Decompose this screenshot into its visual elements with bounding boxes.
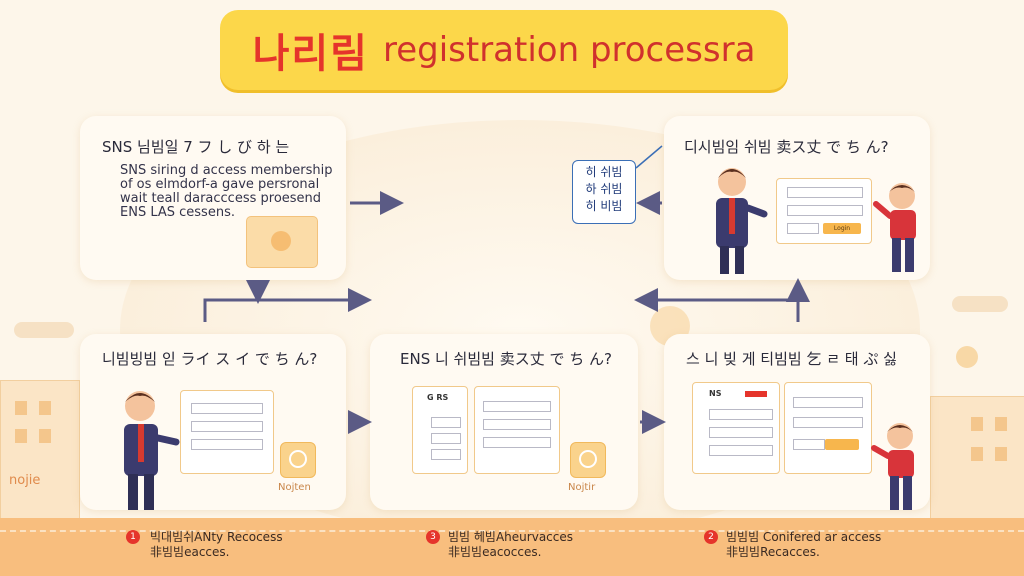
footer-divider (0, 530, 1024, 532)
sns-brand-panel: G RS (412, 386, 468, 474)
boy-figure (873, 183, 916, 272)
left-building: nojie (0, 380, 80, 522)
flag-icon (745, 391, 767, 397)
step-number: 2 (704, 530, 718, 544)
form-field[interactable] (191, 439, 263, 450)
card-mid-left: 니빔빙빔 읻 ライ ス イ で ち ん? Nojten (80, 334, 346, 510)
form-field (709, 427, 773, 438)
arrow (634, 288, 800, 322)
title-korean: 나리림 (252, 31, 369, 77)
form-field[interactable] (483, 401, 551, 412)
app-name: Nojten (278, 482, 311, 493)
brand-label: G RS (427, 393, 449, 402)
right-building (930, 396, 1024, 522)
login-form: Login (776, 178, 872, 244)
card-mid-right: 스 니 빚 게 티빔빔 乞 ㄹ 태 ぷ 싫 NS (664, 334, 930, 510)
card-sns-login: SNS 님빔일 7 フ し び 하 는 SNS siring d access … (80, 116, 346, 280)
form-field (431, 433, 461, 444)
form-field[interactable] (191, 403, 263, 414)
form-field[interactable] (787, 223, 819, 234)
form-field[interactable] (793, 439, 825, 450)
card-title: 니빔빙빔 읻 ライ ス イ で ち ん? (102, 350, 318, 368)
cloud-decoration (14, 322, 74, 338)
app-icon (280, 442, 316, 478)
boy-figure (871, 423, 914, 510)
card-title: 디시빔임 쉬빔 卖ス丈 で ち ん? (684, 138, 889, 156)
businessman-figure (124, 391, 180, 510)
form-field (709, 409, 773, 420)
form-field[interactable] (793, 417, 863, 428)
card-top-right: 디시빔임 쉬빔 卖ス丈 で ち ん? Login (664, 116, 930, 280)
form-field[interactable] (483, 419, 551, 430)
login-button[interactable]: Login (823, 223, 861, 234)
confirm-button[interactable] (825, 439, 859, 450)
form-field (431, 417, 461, 428)
title-english: registration processra (382, 30, 756, 70)
form-field (709, 445, 773, 456)
brand-panel: NS (692, 382, 780, 474)
detail-form (474, 386, 560, 474)
card-description: SNS siring d access membership of os elm… (120, 163, 333, 220)
card-title: ENS 니 쉬빔빔 卖ス丈 で ち ん? (400, 350, 612, 368)
card-title: SNS 님빔일 7 フ し び 하 는 (102, 138, 290, 156)
card-mid-center: ENS 니 쉬빔빔 卖ス丈 で ち ん? G RS Nojtir (370, 334, 638, 510)
form-field (431, 449, 461, 460)
callout-box: 히 쉬빔 하 쉬빔 히 비빔 (572, 160, 636, 224)
card-title: 스 니 빚 게 티빔빔 乞 ㄹ 태 ぷ 싫 (686, 350, 897, 368)
form-field[interactable] (191, 421, 263, 432)
arrow (203, 288, 372, 322)
app-icon (570, 442, 606, 478)
form-field[interactable] (483, 437, 551, 448)
title-banner: 나리림 registration processra (220, 10, 788, 90)
cloud-decoration (952, 296, 1008, 312)
businessman-figure (716, 168, 768, 274)
form-field[interactable] (793, 397, 863, 408)
step-number: 3 (426, 530, 440, 544)
sun-decoration (956, 346, 978, 368)
step-number: 1 (126, 530, 140, 544)
callout-pointer (635, 145, 663, 169)
confirm-form (784, 382, 872, 474)
building-label: nojie (9, 473, 41, 488)
app-name: Nojtir (568, 482, 596, 493)
form-field[interactable] (787, 205, 863, 216)
form-field[interactable] (787, 187, 863, 198)
signup-form (180, 390, 274, 474)
folder-icon (246, 216, 318, 268)
brand-label: NS (709, 389, 722, 398)
